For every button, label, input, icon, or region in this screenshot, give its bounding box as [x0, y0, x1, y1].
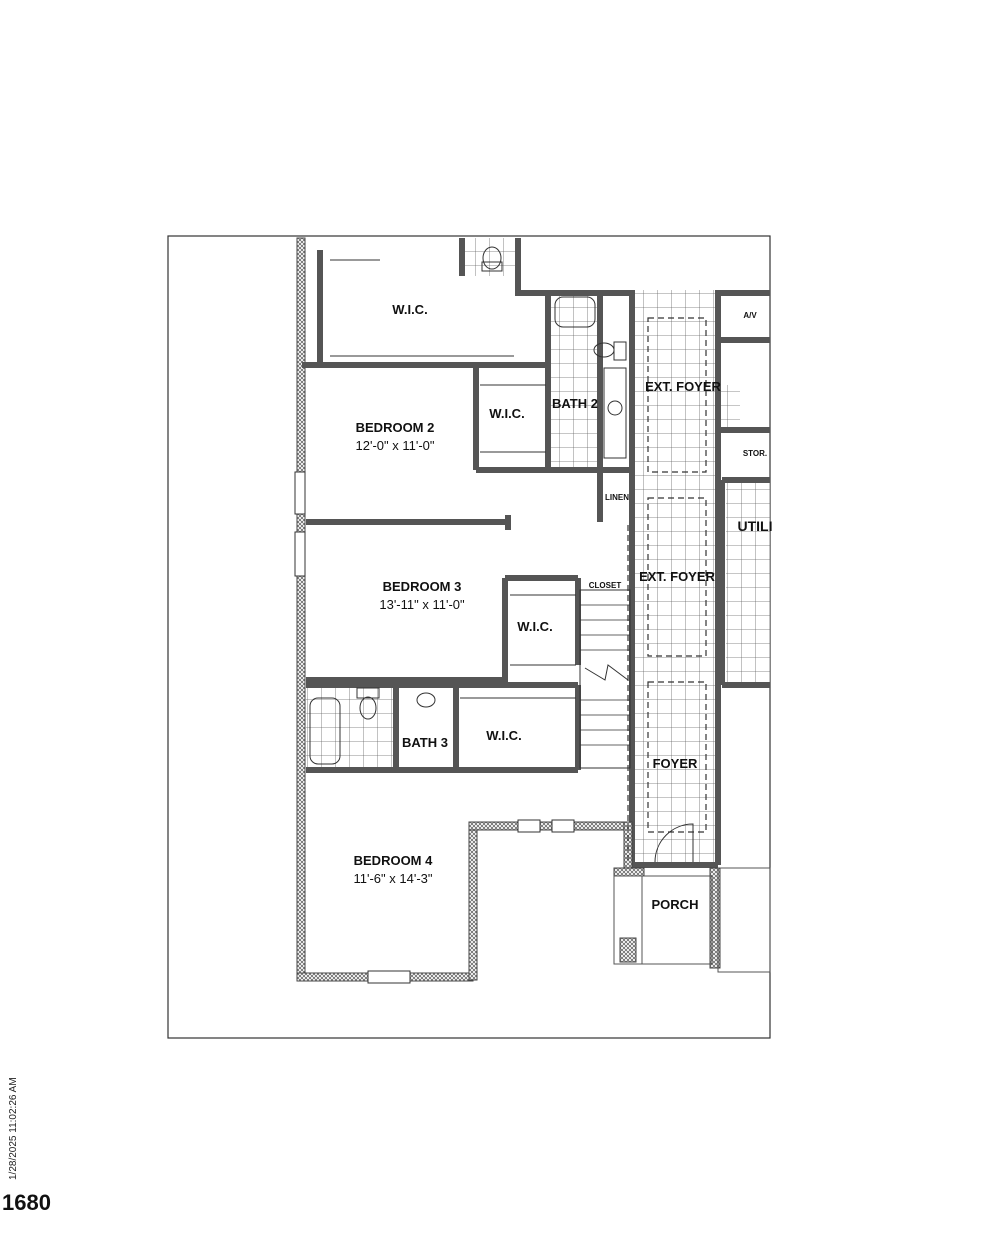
sink-icon: [607, 400, 623, 416]
bathtub-icon: [309, 697, 341, 765]
label-bath-2: BATH 2: [552, 396, 598, 411]
label-av: A/V: [743, 311, 757, 320]
walls: [296, 237, 770, 981]
label-closet: CLOSET: [589, 581, 622, 590]
plan-number: 1680: [2, 1190, 51, 1215]
label-wic-bedroom-3: W.I.C.: [517, 619, 552, 634]
vanity-icon: [603, 367, 627, 459]
entry-door[interactable]: [654, 823, 694, 863]
dims-bedroom-2: 12'-0" x 11'-0": [356, 438, 435, 453]
fixtures: [309, 246, 627, 765]
tile-floors: [306, 238, 770, 865]
label-bedroom-4: BEDROOM 4: [354, 853, 434, 868]
dims-bedroom-4: 11'-6" x 14'-3": [354, 871, 433, 886]
toilet-icon: [359, 696, 377, 720]
label-bath-3: BATH 3: [402, 735, 448, 750]
label-wic-bedroom-2: W.I.C.: [489, 406, 524, 421]
bathtub-icon: [554, 296, 596, 328]
label-foyer: FOYER: [653, 756, 698, 771]
label-ext-foyer-2: EXT. FOYER: [639, 569, 715, 584]
windows: [294, 471, 575, 984]
room-labels: W.I.C. BEDROOM 2 12'-0" x 11'-0" W.I.C. …: [354, 302, 773, 912]
label-wic-bath-3: W.I.C.: [486, 728, 521, 743]
dashed-overhead: [627, 317, 707, 860]
dims-bedroom-3: 13'-11" x 11'-0": [379, 597, 465, 612]
sink-icon: [416, 692, 436, 708]
stairs: [579, 589, 631, 769]
label-wic-top: W.I.C.: [392, 302, 427, 317]
label-porch: PORCH: [652, 897, 699, 912]
label-ext-foyer-1: EXT. FOYER: [645, 379, 721, 394]
label-bedroom-3: BEDROOM 3: [383, 579, 462, 594]
timestamp: 1/28/2025 11:02:26 AM: [8, 1077, 19, 1180]
label-linen: LINEN: [605, 493, 629, 502]
toilet-icon: [482, 246, 502, 270]
label-utility: UTILI: [738, 518, 773, 534]
label-bedroom-2: BEDROOM 2: [356, 420, 435, 435]
label-stor: STOR.: [743, 449, 767, 458]
